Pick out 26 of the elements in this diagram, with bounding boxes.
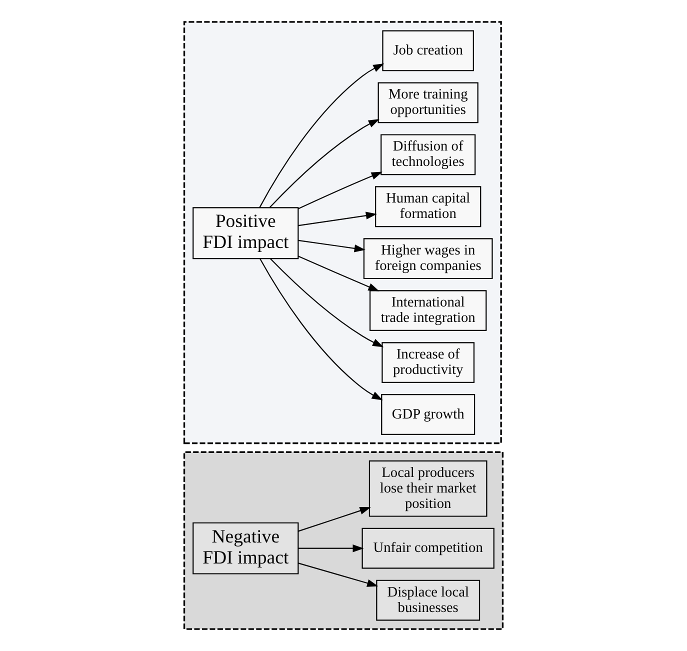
arrow (259, 63, 384, 208)
node-box: GDP growth (381, 394, 476, 435)
arrow (298, 562, 378, 587)
node-box: Human capital formation (375, 186, 482, 228)
arrow (298, 256, 380, 292)
node-box: Negative FDI impact (192, 522, 299, 574)
arrow (298, 240, 366, 252)
cluster (183, 21, 502, 444)
cluster (183, 451, 504, 630)
node-box: Job creation (382, 30, 474, 72)
node-box: Positive FDI impact (192, 207, 299, 260)
arrow (298, 212, 377, 226)
arrow (298, 544, 364, 552)
arrow (298, 172, 382, 210)
node-box: Increase of productivity (382, 342, 475, 383)
arrow (298, 506, 371, 532)
node-box: Unfair competition (362, 528, 494, 569)
arrow (260, 258, 383, 400)
arrow (269, 118, 380, 208)
node-box: Displace local businesses (376, 580, 480, 621)
node-box: Diffusion of technologies (380, 134, 476, 176)
node-box: More training opportunities (378, 82, 478, 124)
node-box: Higher wages in foreign companies (363, 238, 493, 280)
node-box: International trade integration (369, 290, 487, 332)
node-box: Local producers lose their market position (368, 460, 488, 517)
arrow (270, 258, 384, 348)
